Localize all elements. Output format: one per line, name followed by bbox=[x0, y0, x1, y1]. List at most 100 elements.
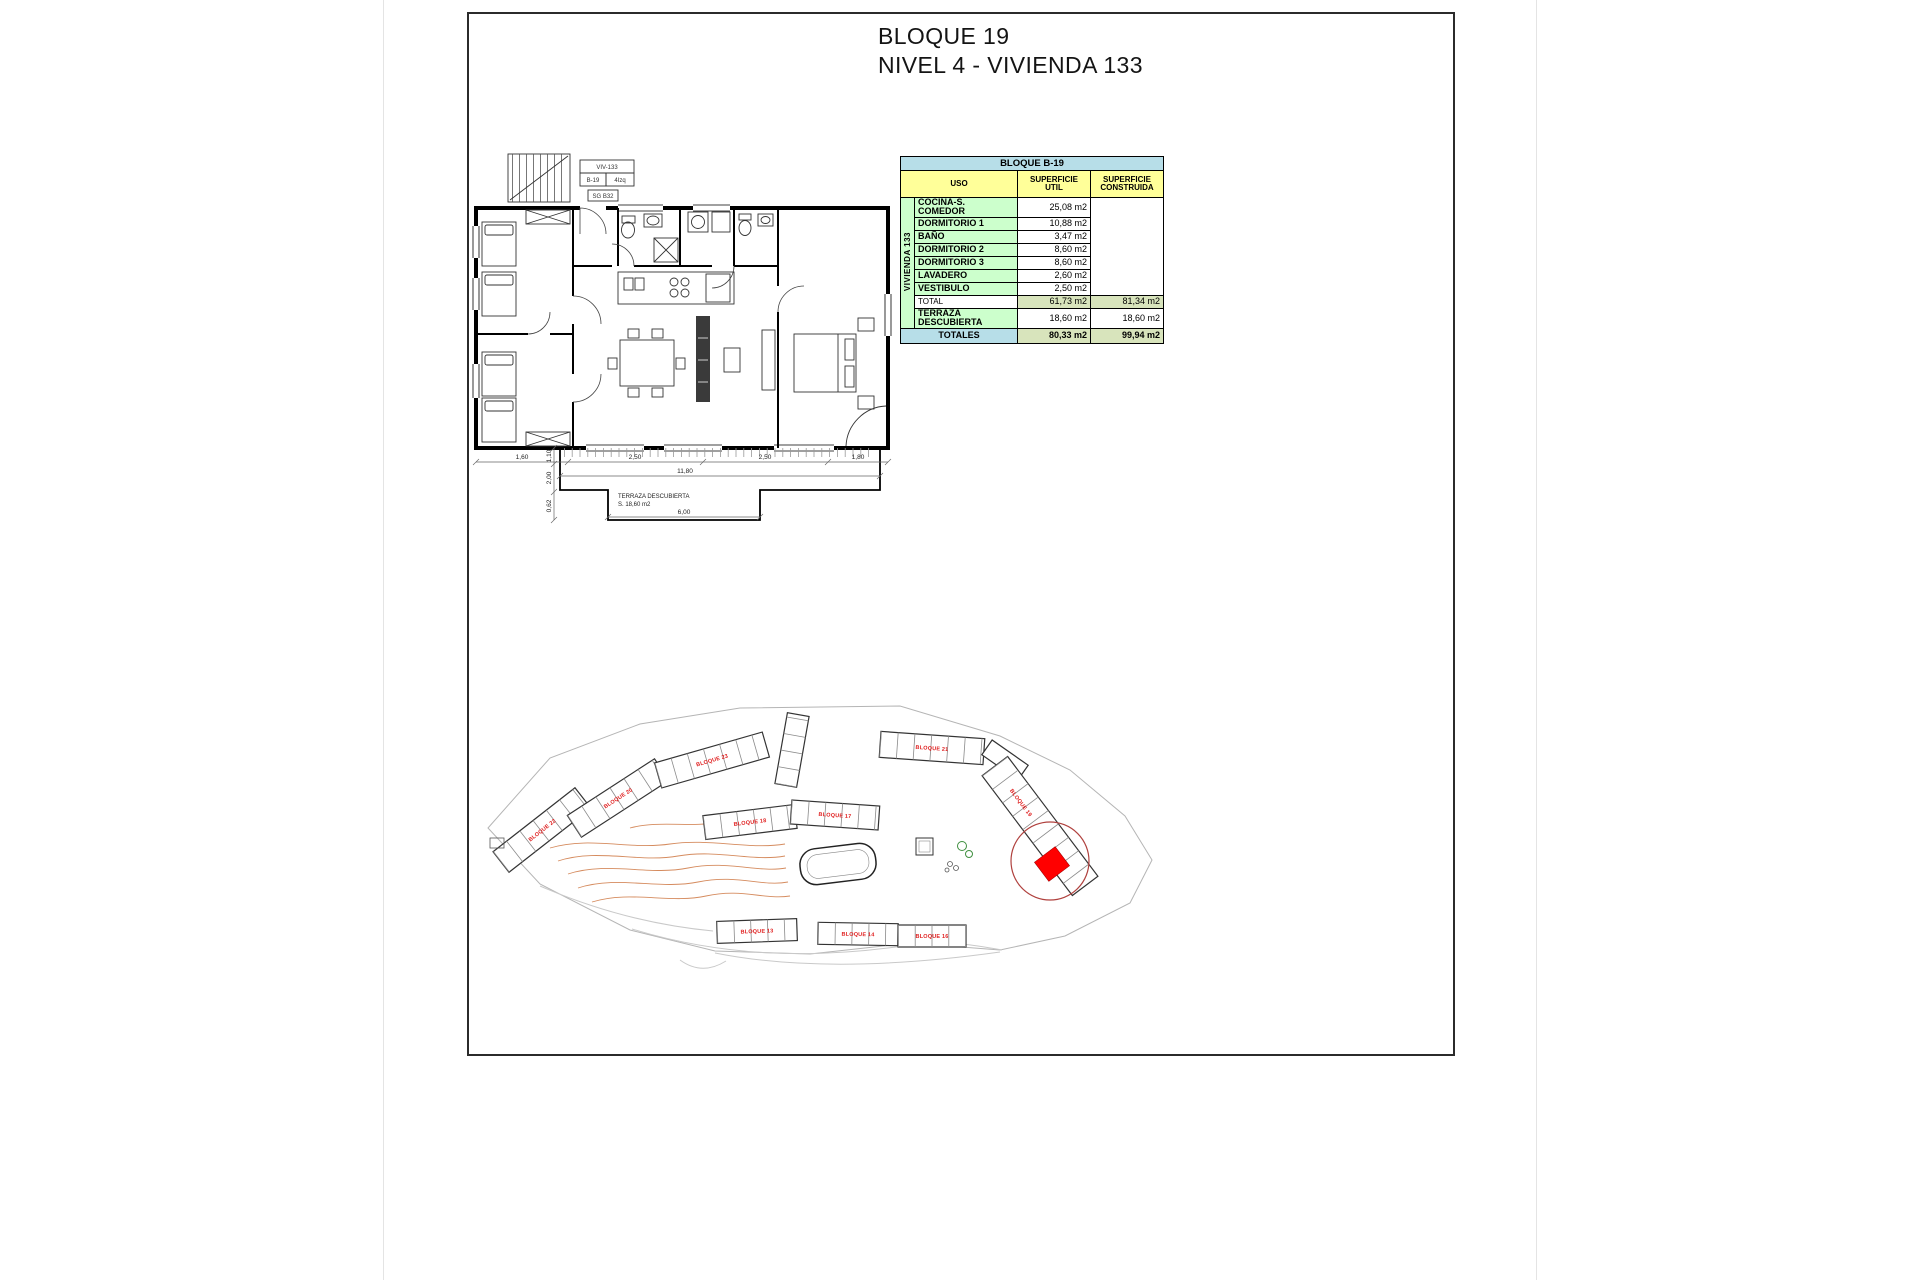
furniture bbox=[481, 209, 887, 447]
util-cell: 2,50 m2 bbox=[1017, 281, 1091, 296]
page-edge-left bbox=[383, 0, 384, 1280]
table-row: BAÑO 3,47 m2 bbox=[901, 229, 1164, 244]
site-block-bloque-14: BLOQUE 14 bbox=[817, 921, 899, 947]
construida-empty-cell bbox=[1090, 197, 1164, 296]
bed-single bbox=[481, 397, 517, 443]
dimensions: 1,60 2,50 2,50 1,80 11,80 1,10 2,00 0,62… bbox=[472, 444, 892, 524]
table-row: DORMITORIO 2 8,60 m2 bbox=[901, 242, 1164, 257]
site-block-bloque-19: BLOQUE 19 bbox=[981, 755, 1099, 897]
bed-single bbox=[481, 271, 517, 317]
table-row: VIVIENDA 133 COCINA-S. COMEDOR 25,08 m2 bbox=[900, 197, 1164, 329]
table-row: VESTIBULO 2,50 m2 bbox=[901, 281, 1164, 296]
uso-cell: LAVADERO bbox=[914, 268, 1018, 283]
pool bbox=[799, 842, 877, 886]
totales-label: TOTALES bbox=[900, 327, 1018, 344]
terraza-row: TERRAZA DESCUBIERTA 18,60 m2 18,60 m2 bbox=[901, 307, 1164, 329]
dim-label-total: 11,80 bbox=[677, 468, 693, 475]
total-construida: 81,34 m2 bbox=[1090, 294, 1164, 309]
uso-cell: VESTIBULO bbox=[914, 281, 1018, 296]
block-label: BLOQUE 16 bbox=[916, 934, 949, 940]
title-line-1: BLOQUE 19 bbox=[878, 23, 1010, 49]
block-label: BLOQUE 14 bbox=[841, 932, 875, 939]
site-block-bloque-21: BLOQUE 21 bbox=[878, 730, 986, 766]
highlight-circle bbox=[1010, 821, 1090, 901]
title-line-2: NIVEL 4 - VIVIENDA 133 bbox=[878, 52, 1143, 79]
terraza-construida: 18,60 m2 bbox=[1090, 307, 1164, 329]
bed-double bbox=[793, 333, 857, 393]
bed-single bbox=[481, 221, 517, 267]
terrace-area-label: S. 18,60 m2 bbox=[618, 502, 651, 508]
util-cell: 8,60 m2 bbox=[1017, 255, 1091, 270]
dim-label: 2,00 bbox=[546, 471, 553, 484]
dining-table bbox=[607, 328, 686, 398]
util-cell: 8,60 m2 bbox=[1017, 242, 1091, 257]
util-cell: 25,08 m2 bbox=[1017, 197, 1091, 218]
dim-label-terrace: 6,00 bbox=[678, 509, 691, 516]
shelf-unit bbox=[696, 316, 710, 402]
highlighted-unit bbox=[1034, 846, 1070, 882]
group-label-cell: VIVIENDA 133 bbox=[900, 197, 915, 329]
table-header-row: USO SUPERFICIE UTIL SUPERFICIE CONSTRUID… bbox=[900, 170, 1164, 198]
partitions bbox=[476, 208, 779, 448]
util-cell: 2,60 m2 bbox=[1017, 268, 1091, 283]
nightstand bbox=[857, 317, 875, 332]
totales-construida: 99,94 m2 bbox=[1090, 327, 1164, 344]
area-table: BLOQUE B-19 USO SUPERFICIE UTIL SUPERFIC… bbox=[900, 156, 1164, 344]
side-table bbox=[723, 347, 741, 373]
bathroom-fixtures bbox=[621, 213, 679, 263]
laundry-fixtures bbox=[687, 211, 731, 233]
site-block-bloque-16: BLOQUE 16 bbox=[897, 924, 967, 948]
title-block-block: B-19 bbox=[587, 178, 600, 184]
uso-cell: COCINA-S. COMEDOR bbox=[914, 197, 1018, 218]
dim-label: 0,62 bbox=[546, 499, 553, 512]
table-row: DORMITORIO 3 8,60 m2 bbox=[901, 255, 1164, 270]
site-block-bloque-18: BLOQUE 18 bbox=[702, 803, 798, 841]
table-row: LAVADERO 2,60 m2 bbox=[901, 268, 1164, 283]
table-title-row: BLOQUE B-19 bbox=[900, 156, 1164, 171]
group-label: VIVIENDA 133 bbox=[903, 232, 912, 292]
playground bbox=[489, 837, 959, 873]
sports-court bbox=[915, 837, 934, 856]
bed-single bbox=[481, 351, 517, 397]
uso-cell: DORMITORIO 2 bbox=[914, 242, 1018, 257]
table-title: BLOQUE B-19 bbox=[900, 156, 1164, 171]
col-header-construida: SUPERFICIE CONSTRUIDA bbox=[1090, 170, 1164, 198]
dim-label: 1,10 bbox=[546, 449, 553, 462]
uso-cell: DORMITORIO 3 bbox=[914, 255, 1018, 270]
site-block-bloque-17: BLOQUE 17 bbox=[789, 799, 881, 831]
floor-plan-drawing: VIV-133 B-19 4Izq SG B32 bbox=[471, 153, 893, 524]
dim-label: 1,80 bbox=[852, 454, 865, 461]
totales-row: TOTALES 80,33 m2 99,94 m2 bbox=[900, 327, 1164, 344]
col-header-uso: USO bbox=[900, 170, 1018, 198]
stairs bbox=[507, 153, 571, 203]
title-block-unit: VIV-133 bbox=[596, 165, 618, 171]
block-label: BLOQUE 21 bbox=[915, 745, 948, 753]
dim-label: 1,60 bbox=[516, 454, 529, 461]
outer-walls bbox=[474, 206, 890, 450]
title-block-position: 4Izq bbox=[614, 178, 625, 184]
roads bbox=[539, 885, 1003, 969]
doors bbox=[527, 207, 805, 403]
site-block-bloque-13: BLOQUE 13 bbox=[716, 917, 798, 945]
totales-util: 80,33 m2 bbox=[1017, 327, 1091, 344]
document-title: BLOQUE 19 NIVEL 4 - VIVIENDA 133 bbox=[878, 22, 1143, 81]
plan-title-block: VIV-133 B-19 4Izq SG B32 bbox=[579, 159, 635, 202]
util-cell: 10,88 m2 bbox=[1017, 216, 1091, 231]
dim-label: 2,50 bbox=[629, 454, 642, 461]
total-label: TOTAL bbox=[914, 294, 1018, 309]
terrace-label: TERRAZA DESCUBIERTA bbox=[618, 494, 689, 500]
uso-cell: BAÑO bbox=[914, 229, 1018, 244]
kitchen-counter bbox=[617, 271, 735, 305]
dim-label: 2,50 bbox=[759, 454, 772, 461]
nightstand bbox=[857, 395, 875, 410]
site-block-bloque-22: BLOQUE 22 bbox=[492, 786, 592, 874]
terraza-label: TERRAZA DESCUBIERTA bbox=[914, 307, 1018, 329]
trees bbox=[957, 841, 973, 858]
block-label: BLOQUE 13 bbox=[740, 928, 773, 935]
util-cell: 3,47 m2 bbox=[1017, 229, 1091, 244]
total-util: 61,73 m2 bbox=[1017, 294, 1091, 309]
site-boundary bbox=[487, 705, 1153, 955]
site-block-bloque-23: BLOQUE 23 bbox=[653, 731, 771, 789]
page-edge-right bbox=[1536, 0, 1537, 1280]
